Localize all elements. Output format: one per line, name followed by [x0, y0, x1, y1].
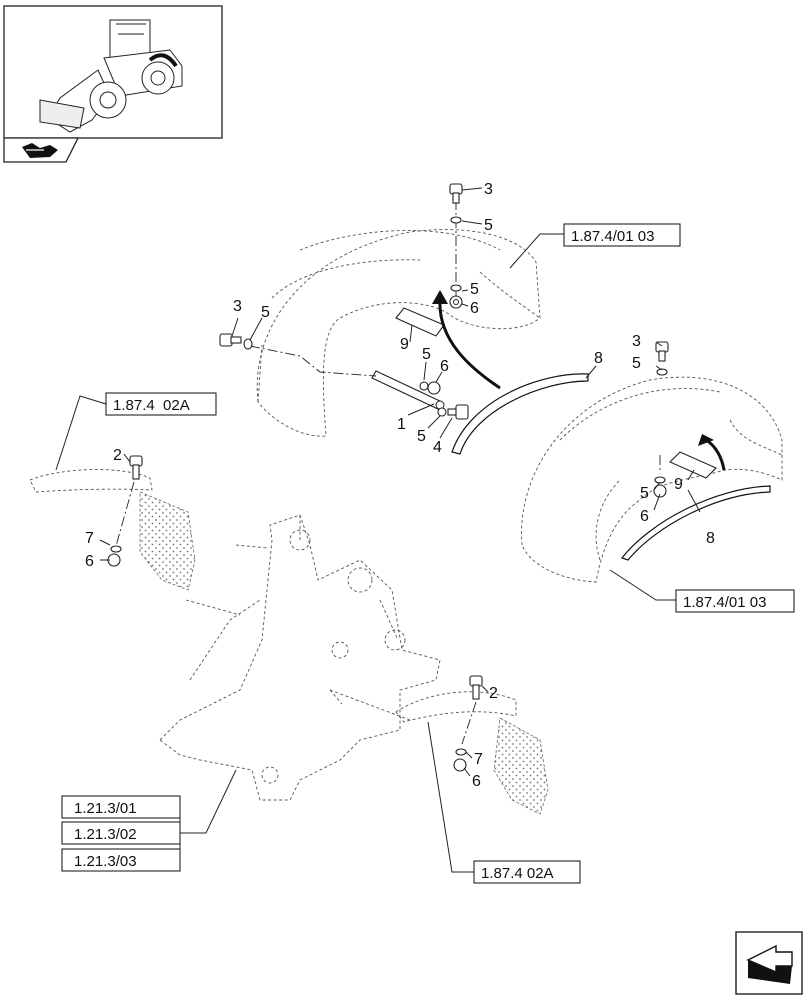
rear-fender-left: [256, 229, 541, 437]
bolt-right: [655, 341, 669, 362]
edge-strip-right: [621, 485, 771, 561]
bolt-4: [447, 404, 469, 420]
washer-7-right: [455, 748, 467, 756]
reference-right[interactable]: 1.87.4/01 03: [675, 589, 795, 613]
leader-lines: [55, 187, 701, 873]
mount-axis-fl: [115, 481, 135, 547]
callout-9-left: 9: [400, 336, 409, 353]
pointer-hand-icon: [22, 143, 58, 158]
mount-axis-left: [249, 345, 377, 377]
callout-7-right: 7: [474, 751, 483, 768]
wheel-loader-thumbnail: [39, 19, 183, 133]
callout-4: 4: [433, 439, 442, 456]
reference-top-label: 1.87.4/01 03: [571, 228, 654, 245]
reference-left[interactable]: 1.87.4 02A: [105, 392, 217, 416]
callout-2-left: 2: [113, 447, 122, 464]
front-fender-left: [29, 469, 196, 591]
loader-frame: [159, 514, 441, 801]
reference-frame-2[interactable]: 1.21.3/02: [61, 821, 181, 845]
callout-numbers: 3 5 5 6 3 5 9 5 6 1 5 4 8 3 5 5 9 6 8 2 …: [85, 181, 715, 790]
fender-bracket: [371, 370, 445, 410]
sticker-strip-left: [395, 307, 445, 337]
callout-6-left: 6: [85, 553, 94, 570]
callout-3-top: 3: [484, 181, 493, 198]
washer-mid: [450, 284, 462, 292]
callout-5-left: 5: [261, 304, 270, 321]
reference-frame-3[interactable]: 1.21.3/03: [61, 848, 181, 872]
nut-6-right: [453, 758, 467, 772]
mount-axis-fr: [461, 701, 477, 745]
callout-5-right: 5: [632, 355, 641, 372]
callout-8-right: 8: [706, 530, 715, 547]
callout-3-left: 3: [233, 298, 242, 315]
next-page-arrow-icon[interactable]: [735, 931, 803, 995]
install-arrow-right: [698, 434, 726, 471]
callout-6-mid: 6: [470, 300, 479, 317]
callout-7-left: 7: [85, 530, 94, 547]
washer-low: [437, 407, 447, 417]
bolt-top: [449, 183, 463, 204]
washer-7-left: [110, 545, 122, 553]
washer-left: [243, 338, 253, 350]
reference-bottom[interactable]: 1.87.4 02A: [473, 860, 581, 884]
callout-2-right: 2: [489, 685, 498, 702]
reference-bottom-label: 1.87.4 02A: [481, 865, 554, 882]
rear-fender-right: [521, 376, 783, 583]
bolt-left: [219, 333, 242, 347]
nut-rfender: [653, 484, 667, 498]
callout-6-right: 6: [472, 773, 481, 790]
callout-9-right: 9: [674, 476, 683, 493]
callout-6-arm: 6: [440, 358, 449, 375]
install-arrow-left: [432, 290, 501, 390]
washer-arm: [419, 381, 429, 391]
reference-frame-3-label: 1.21.3/03: [74, 853, 137, 870]
washer-rfender: [654, 476, 666, 484]
reference-right-label: 1.87.4/01 03: [683, 594, 766, 611]
bolt-2-left: [129, 455, 143, 480]
nut-arm: [427, 381, 441, 395]
callout-5-arm: 5: [422, 346, 431, 363]
reference-left-label: 1.87.4 02A: [113, 397, 190, 414]
machine-thumbnail: [3, 5, 223, 163]
front-fender-right: [395, 691, 549, 815]
callout-5-mid: 5: [470, 281, 479, 298]
edge-strip-left: [451, 373, 589, 455]
callout-5-rfender: 5: [640, 485, 649, 502]
bolt-2-right: [469, 675, 483, 700]
callout-3-right: 3: [632, 333, 641, 350]
callout-5-top: 5: [484, 217, 493, 234]
callout-6-rfender: 6: [640, 508, 649, 525]
reference-frame-2-label: 1.21.3/02: [74, 826, 137, 843]
callout-1: 1: [397, 416, 406, 433]
reference-frame-1[interactable]: 1.21.3/01: [61, 795, 181, 819]
nut-mid: [449, 295, 463, 309]
callout-8-left: 8: [594, 350, 603, 367]
sticker-strip-right: [669, 451, 717, 479]
reference-top[interactable]: 1.87.4/01 03: [563, 223, 681, 247]
washer-right: [656, 368, 668, 376]
callout-5-low: 5: [417, 428, 426, 445]
reference-frame-1-label: 1.21.3/01: [74, 800, 137, 817]
washer-top: [450, 216, 462, 224]
